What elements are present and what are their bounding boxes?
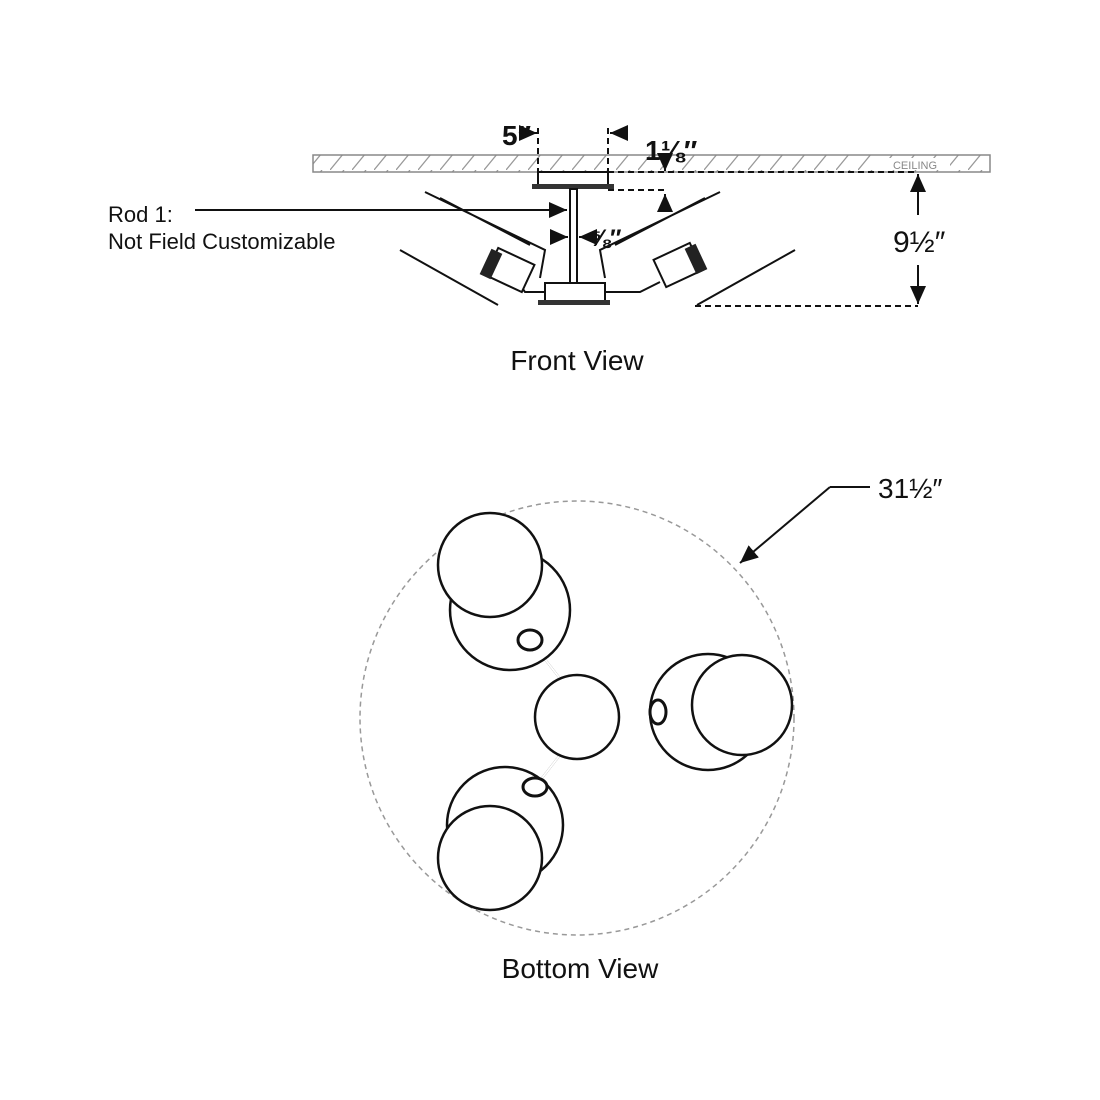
left-shade bbox=[399, 191, 547, 306]
bottom-view-title: Bottom View bbox=[502, 953, 659, 984]
ceiling-label: CEILING bbox=[893, 160, 937, 172]
front-view: CEILING 5″ 1⅛″ Rod 1: Not Field Customiz… bbox=[108, 120, 991, 376]
globe-bottom-left bbox=[436, 765, 565, 912]
front-view-title: Front View bbox=[510, 345, 644, 376]
dim-diameter: 31½″ bbox=[878, 473, 942, 504]
bottom-view: 31½″ Bottom View bbox=[359, 473, 942, 984]
rod-label-line2: Not Field Customizable bbox=[108, 229, 335, 254]
dim-canopy-width: 5″ bbox=[502, 120, 531, 151]
rod-label-line1: Rod 1: bbox=[108, 202, 173, 227]
dim-canopy-height: 1⅛″ bbox=[645, 135, 697, 166]
globe-right bbox=[648, 652, 794, 772]
dim-overall-height: 9½″ bbox=[893, 226, 946, 259]
right-shade bbox=[598, 191, 796, 306]
diameter-circle bbox=[359, 500, 795, 936]
center-hub bbox=[533, 673, 621, 761]
canopy bbox=[537, 171, 609, 186]
rod bbox=[569, 188, 578, 288]
globe-top-left bbox=[436, 511, 572, 672]
body-hub bbox=[544, 282, 606, 302]
